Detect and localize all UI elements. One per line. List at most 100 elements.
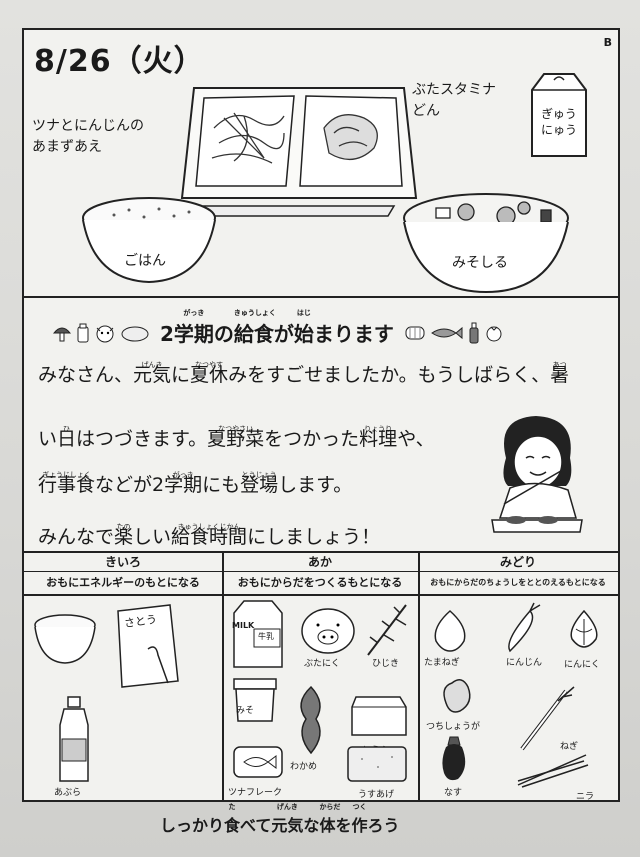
chive-icon bbox=[517, 754, 589, 788]
ruby-reading: たの bbox=[116, 523, 131, 531]
group-yellow-desc: おもにエネルギーのもとになる bbox=[24, 572, 222, 596]
ruby-reading: きゅうしょく bbox=[233, 309, 276, 317]
sugar-bag-icon bbox=[117, 604, 179, 688]
menu-sheet: 8/26（火） B ツナとにんじんの あまずあえ ぶたスタミナ どん ぎゅう に… bbox=[22, 28, 620, 802]
corner-mark: B bbox=[603, 36, 612, 49]
group-red: あか おもにからだをつくるもとになる MILK 牛乳 ぶたにく ひじき bbox=[222, 553, 420, 800]
food-hijiki: ひじき bbox=[372, 659, 400, 669]
text-segment: 元気げんき bbox=[133, 361, 171, 386]
text-segment: まります bbox=[313, 322, 394, 346]
milk-line1: ぎゅう bbox=[541, 107, 577, 121]
text-segment: 給食きゅうしょく bbox=[233, 309, 276, 346]
miso-soup-label: みそしる bbox=[452, 255, 508, 271]
ruby-reading: がっき bbox=[172, 471, 194, 479]
menu-date: 8/26（火） bbox=[34, 44, 205, 79]
ruby-reading: がっき bbox=[183, 309, 205, 317]
text-segment: にしましょう！ bbox=[247, 526, 381, 548]
notice-line-4: みんなで楽たのしい給食時間きゅうしょくじかんにしましょう！ bbox=[38, 523, 381, 548]
menu-divider bbox=[24, 296, 618, 298]
text-segment: 楽たの bbox=[114, 523, 133, 548]
bread-icon bbox=[121, 326, 149, 341]
group-red-desc: おもにからだをつくるもとになる bbox=[222, 572, 418, 596]
side-dish-label: ツナとにんじんの あまずあえ bbox=[32, 116, 144, 158]
text-segment: しっかり bbox=[160, 816, 225, 835]
group-green: みどり おもにからだのちょうしをととのえるもとになる たまねぎ にんじん にんに… bbox=[418, 553, 618, 802]
text-segment: に bbox=[171, 364, 191, 386]
text-segment: 学期がっき bbox=[164, 471, 202, 496]
food-eggplant: なす bbox=[444, 788, 463, 798]
text-segment: 日ひ bbox=[57, 425, 76, 450]
food-wakame: わかめ bbox=[290, 762, 318, 772]
rice-label: ごはん bbox=[124, 253, 166, 269]
text-segment: の bbox=[213, 322, 234, 346]
cow-icon bbox=[96, 325, 114, 342]
side-dish-line1: ツナとにんじんの bbox=[32, 118, 144, 134]
group-yellow: きいろ おもにエネルギーのもとになる さとう あぶら bbox=[24, 553, 224, 800]
group-red-name: あか bbox=[222, 553, 418, 572]
notice-line-2: い日ひはつづきます。夏野菜なつやさいをつかった料理りょうりや、 bbox=[38, 425, 435, 450]
text-segment: 元気げんき bbox=[271, 803, 304, 835]
garlic-icon bbox=[570, 609, 598, 648]
food-pork: ぶたにく bbox=[304, 659, 340, 669]
usuage-icon bbox=[347, 746, 407, 782]
tomato-icon bbox=[486, 326, 502, 341]
text-segment: みんなで bbox=[38, 526, 115, 548]
group-green-desc: おもにからだのちょうしをととのえるもとになる bbox=[418, 572, 618, 596]
text-segment: 作つく bbox=[351, 803, 368, 835]
ruby-reading: た bbox=[228, 803, 236, 811]
group-green-name: みどり bbox=[418, 553, 618, 572]
text-segment: 登場とうじょう bbox=[240, 471, 278, 496]
text-segment: 暑あつ bbox=[550, 361, 569, 386]
ginger-icon bbox=[443, 679, 471, 713]
notice-title-row: 2学期がっきの給食きゅうしょくが始はじまります bbox=[52, 309, 612, 347]
milk-carton-illustration bbox=[531, 73, 587, 157]
food-leek: ねぎ bbox=[560, 742, 579, 752]
bottle-icon bbox=[469, 322, 479, 343]
ruby-reading: げんき bbox=[141, 361, 163, 369]
food-oil: あぶら bbox=[54, 788, 82, 798]
milk-label: ぎゅう にゅう bbox=[537, 106, 581, 138]
text-segment: しい bbox=[133, 526, 172, 548]
text-segment: 行事食ぎょうじしょく bbox=[38, 471, 95, 496]
notice-line-3: 行事食ぎょうじしょくなどが2学期がっきにも登場とうじょうします。 bbox=[38, 471, 352, 496]
food-carrot: にんじん bbox=[506, 658, 543, 668]
egg-roll-icon bbox=[405, 326, 425, 339]
onion-icon bbox=[434, 609, 466, 652]
food-ginger: つちしょうが bbox=[426, 722, 481, 732]
tray-illustration bbox=[180, 87, 418, 217]
text-segment: 学期がっき bbox=[173, 309, 214, 346]
food-milk-label: MILK bbox=[232, 621, 255, 630]
notice-line-1: みなさん、元気げんきに夏休なつやすみをすごせましたか。もうしばらく、暑あつ bbox=[38, 361, 569, 386]
text-segment: 体からだ bbox=[319, 803, 341, 835]
food-usuage: うすあげ bbox=[358, 790, 395, 800]
text-segment: みをすごせましたか。もうしばらく、 bbox=[228, 364, 551, 386]
food-milk-kanji: 牛乳 bbox=[258, 632, 274, 641]
rice-bowl-illustration bbox=[82, 197, 216, 284]
ruby-reading: はじ bbox=[296, 309, 311, 317]
text-segment: などが2 bbox=[95, 474, 165, 496]
food-tuna-flake: ツナフレーク bbox=[228, 788, 283, 798]
text-segment: みなさん、 bbox=[38, 364, 134, 386]
text-segment: 夏休なつやす bbox=[190, 361, 228, 386]
ruby-reading: あつ bbox=[552, 361, 567, 369]
ruby-reading: ぎょうじしょく bbox=[42, 471, 91, 479]
text-segment: 給食時間きゅうしょくじかん bbox=[171, 523, 247, 548]
milk-line2: にゅう bbox=[540, 123, 577, 137]
side-dish-line2: あまずあえ bbox=[32, 139, 102, 155]
ruby-reading: げんき bbox=[276, 803, 298, 811]
ruby-reading: きゅうしょくじかん bbox=[177, 523, 241, 531]
text-segment: 夏野菜なつやさい bbox=[207, 425, 264, 450]
footer-slogan: しっかり食たべて元気げんきな体からだを作つくろう bbox=[160, 803, 400, 836]
tuna-can-icon bbox=[233, 746, 283, 778]
food-onion: たまねぎ bbox=[424, 658, 460, 668]
fish-icon bbox=[431, 326, 463, 339]
text-segment: にも bbox=[202, 474, 241, 496]
text-segment: や、 bbox=[397, 428, 435, 450]
eggplant-icon bbox=[442, 736, 466, 781]
food-chive: ニラ bbox=[576, 792, 595, 802]
main-dish-label: ぶたスタミナ どん bbox=[412, 80, 496, 122]
oil-bottle-icon bbox=[59, 696, 89, 782]
food-groups-table: きいろ おもにエネルギーのもとになる さとう あぶら あか おもにからだをつくる… bbox=[24, 553, 618, 802]
tofu-icon bbox=[351, 696, 407, 736]
rice-icon bbox=[34, 614, 96, 664]
